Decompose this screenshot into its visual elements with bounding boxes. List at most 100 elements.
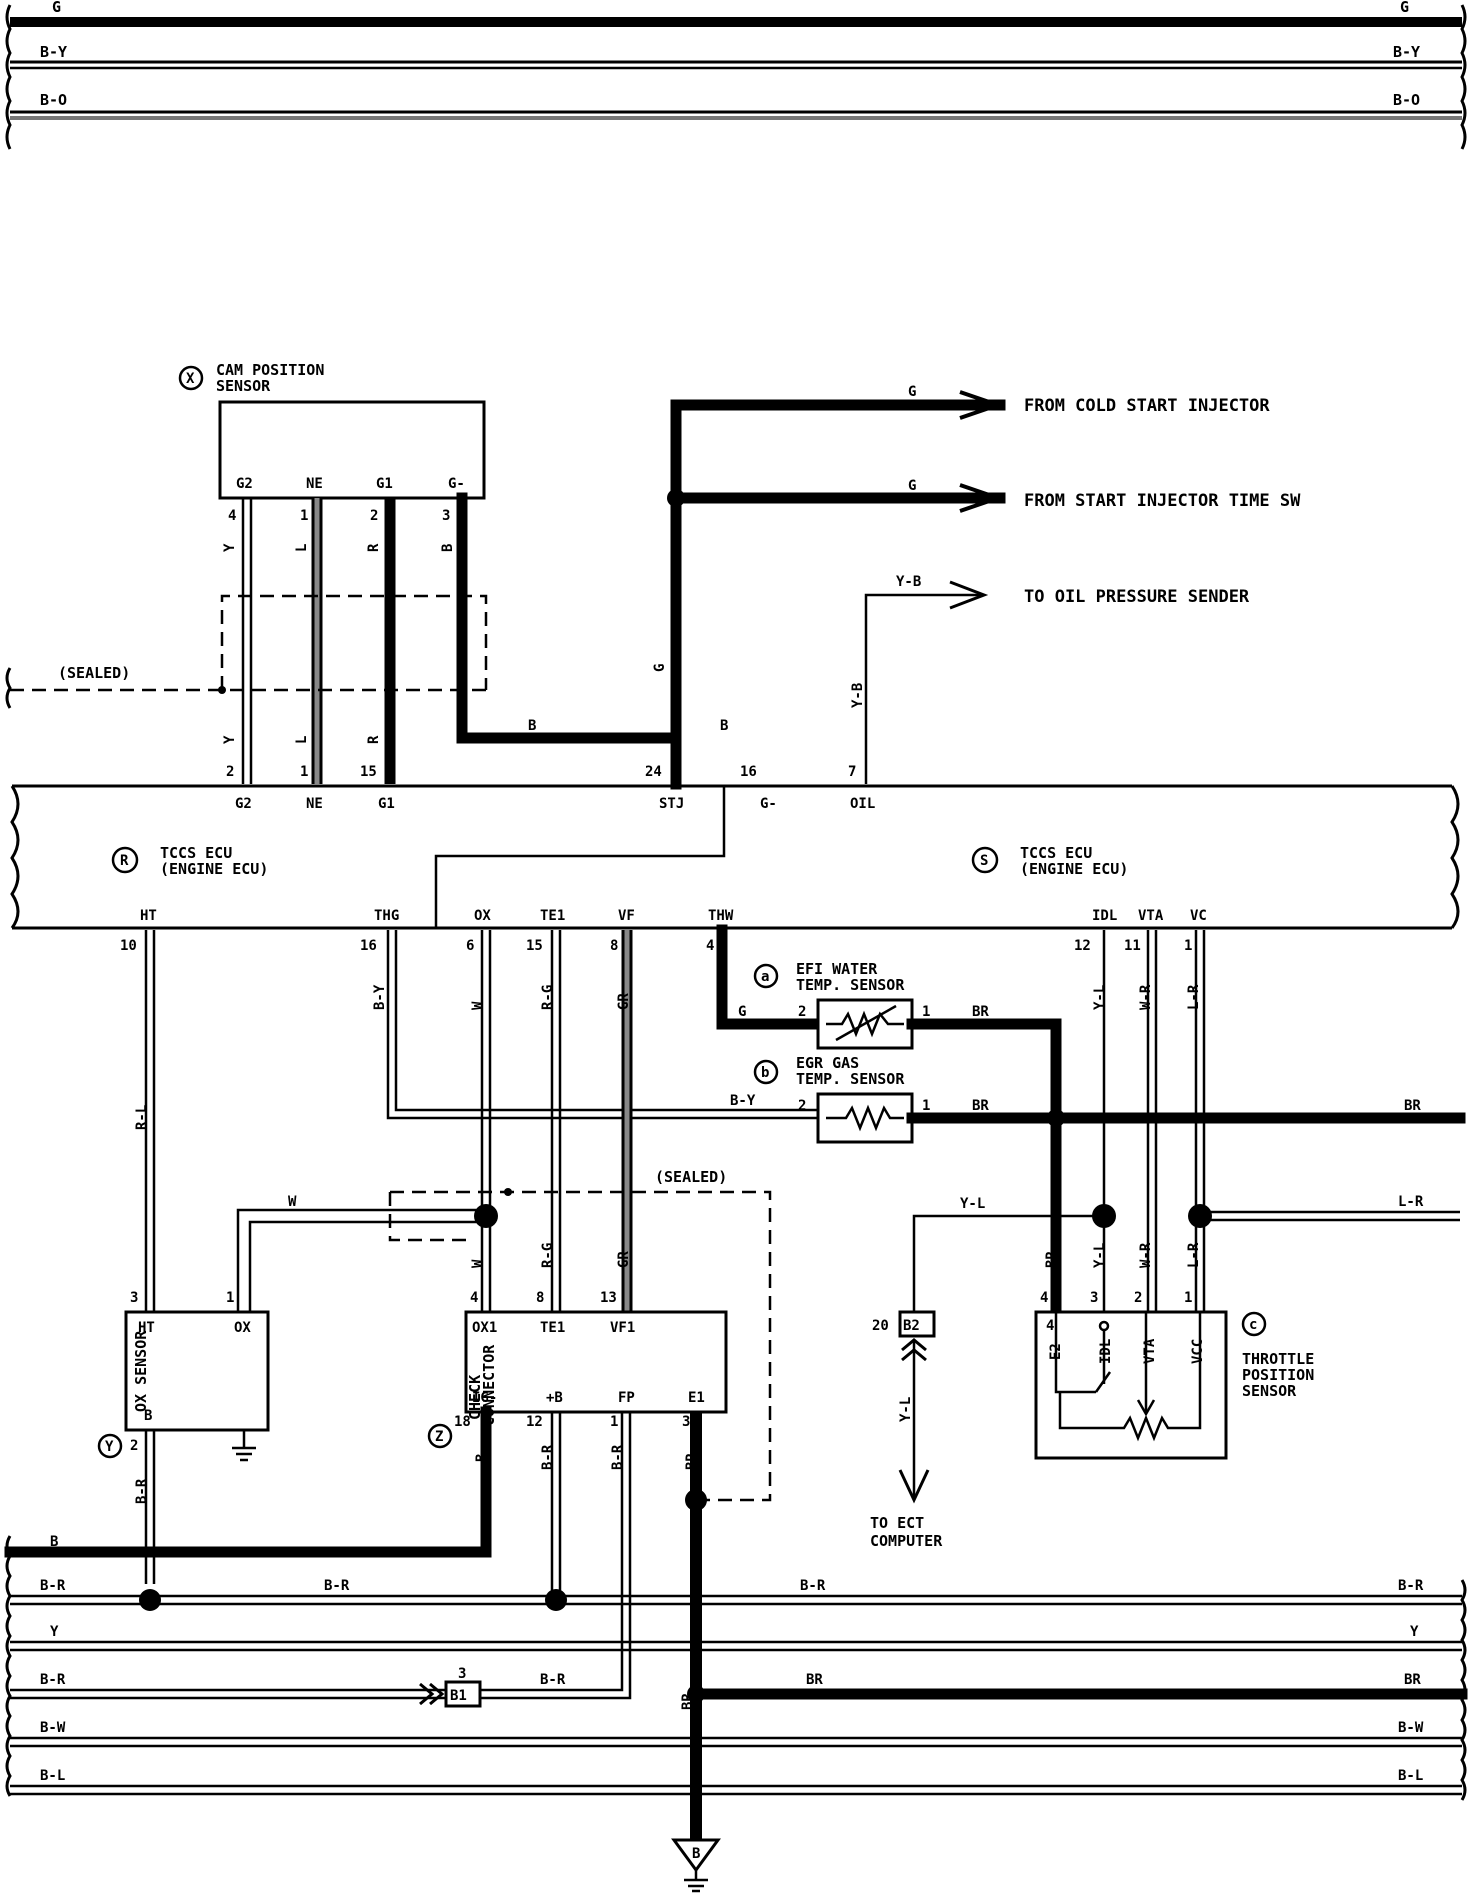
bottom-bus-group: B-R B-R B-R B-R Y Y B1 3 B-R B-R BR BR B… xyxy=(5,1535,1468,1801)
check-connector: OX1 TE1 VF1 4 8 13 IG- +B FP E1 18 12 1 … xyxy=(427,1290,728,1449)
svg-text:VTA: VTA xyxy=(1142,1338,1158,1364)
sealed-label-top: (SEALED) xyxy=(58,664,130,682)
svg-text:R-G: R-G xyxy=(540,1243,556,1268)
svg-text:COMPUTER: COMPUTER xyxy=(870,1532,943,1550)
ecu-label-ox: OX xyxy=(474,908,491,924)
wire-l-lower: L xyxy=(294,736,310,744)
cam-position-sensor: X CAM POSITION SENSOR G2 NE G1 G- 4 1 2 … xyxy=(178,361,682,790)
wire-y-lower: Y xyxy=(222,735,238,744)
svg-text:EFI WATER: EFI WATER xyxy=(796,960,878,978)
svg-text:R-G: R-G xyxy=(540,985,556,1010)
oil-label: TO OIL PRESSURE SENDER xyxy=(1024,587,1250,607)
wire-b-stj: B xyxy=(720,718,728,734)
svg-text:CONNECTOR: CONNECTOR xyxy=(480,1344,498,1426)
ox-sensor: HT OX B 3 1 2 OX SENSOR Y B-R xyxy=(97,1290,270,1584)
svg-text:1: 1 xyxy=(1184,1290,1192,1306)
cam-num-4: 4 xyxy=(228,508,236,524)
svg-text:B-Y: B-Y xyxy=(372,984,388,1010)
svg-text:4: 4 xyxy=(1046,1318,1054,1334)
cam-pin-g2: G2 xyxy=(236,476,253,492)
cam-pin-gminus: G- xyxy=(448,476,465,492)
svg-text:Y: Y xyxy=(50,1624,59,1640)
svg-text:1: 1 xyxy=(226,1290,234,1306)
ecu-num-16: 16 xyxy=(740,764,757,780)
cam-sensor-title1: CAM POSITION xyxy=(216,361,324,379)
cam-num-2: 2 xyxy=(370,508,378,524)
svg-text:12: 12 xyxy=(526,1414,543,1430)
svg-text:BR: BR xyxy=(972,1098,989,1114)
br-right-label: BR xyxy=(1404,1098,1421,1114)
svg-text:B-R: B-R xyxy=(1398,1578,1424,1594)
ecu-label-thg: THG xyxy=(374,908,399,924)
svg-text:B-W: B-W xyxy=(1398,1720,1424,1736)
svg-text:BR: BR xyxy=(972,1004,989,1020)
wire-g-start: G xyxy=(908,478,916,494)
svg-text:OX SENSOR: OX SENSOR xyxy=(132,1330,150,1412)
svg-text:R-L: R-L xyxy=(134,1105,150,1130)
ecu-num-15: 15 xyxy=(360,764,377,780)
svg-text:4: 4 xyxy=(706,938,714,954)
cam-pin-ne: NE xyxy=(306,476,323,492)
svg-text:B-R: B-R xyxy=(40,1672,66,1688)
thw-wire: G xyxy=(716,924,824,1030)
egr-gas-temp-sensor: b EGR GAS TEMP. SENSOR 2 1 BR BR xyxy=(753,1054,1466,1144)
svg-text:1: 1 xyxy=(922,1098,930,1114)
wire-l-upper: L xyxy=(294,544,310,552)
svg-text:B-Y: B-Y xyxy=(730,1093,756,1109)
svg-text:B-R: B-R xyxy=(610,1444,626,1470)
svg-text:THROTTLE: THROTTLE xyxy=(1242,1350,1314,1368)
svg-text:Y-L: Y-L xyxy=(960,1196,985,1212)
svg-text:OX: OX xyxy=(234,1320,251,1336)
ecu-num-1: 1 xyxy=(300,764,308,780)
svg-text:6: 6 xyxy=(466,938,474,954)
svg-text:B-R: B-R xyxy=(134,1478,150,1504)
svg-text:B: B xyxy=(474,1454,490,1462)
sealed-shield-lower: (SEALED) xyxy=(388,1168,772,1502)
svg-text:4: 4 xyxy=(470,1290,478,1306)
svg-text:1: 1 xyxy=(1184,938,1192,954)
ecu-num-24: 24 xyxy=(645,764,662,780)
svg-text:3: 3 xyxy=(130,1290,138,1306)
bus-by-left: B-Y xyxy=(40,43,67,61)
svg-text:8: 8 xyxy=(610,938,618,954)
bus-by-right: B-Y xyxy=(1393,43,1420,61)
svg-text:3: 3 xyxy=(1090,1290,1098,1306)
ecu-num-2: 2 xyxy=(226,764,234,780)
ecu-s-marker: S xyxy=(980,853,988,869)
svg-text:+B: +B xyxy=(546,1390,563,1406)
svg-text:BR: BR xyxy=(1044,1251,1060,1268)
svg-text:L-R: L-R xyxy=(1186,1242,1202,1268)
vf-wire: GR GR xyxy=(616,930,633,1312)
wire-b-horizontal: B xyxy=(528,718,536,734)
ecu-label-thw: THW xyxy=(708,908,734,924)
lr-right-label: L-R xyxy=(1398,1194,1424,1210)
svg-text:VCC: VCC xyxy=(1190,1339,1206,1364)
svg-text:13: 13 xyxy=(600,1290,617,1306)
svg-text:Y-L: Y-L xyxy=(898,1397,914,1422)
wire-y-upper: Y xyxy=(222,543,238,552)
svg-text:TO ECT: TO ECT xyxy=(870,1514,924,1532)
svg-text:12: 12 xyxy=(1074,938,1091,954)
thg-wire: B-Y B-Y xyxy=(372,930,818,1120)
start-time-label: FROM START INJECTOR TIME SW xyxy=(1024,491,1301,511)
ecu-label-g1: G1 xyxy=(378,796,395,812)
ect-connection: B2 20 Y-L TO ECT COMPUTER xyxy=(870,1310,943,1550)
ecu-label-idl: IDL xyxy=(1092,908,1117,924)
ecu-s-line2: (ENGINE ECU) xyxy=(1020,860,1128,878)
wire-yb-top: Y-B xyxy=(896,574,921,590)
svg-text:20: 20 xyxy=(872,1318,889,1334)
svg-text:W: W xyxy=(288,1194,297,1210)
svg-text:W-R: W-R xyxy=(1138,984,1154,1010)
svg-text:TEMP. SENSOR: TEMP. SENSOR xyxy=(796,1070,905,1088)
svg-text:B-R: B-R xyxy=(540,1672,566,1688)
svg-text:2: 2 xyxy=(798,1004,806,1020)
cold-start-label: FROM COLD START INJECTOR xyxy=(1024,396,1270,416)
ecu-label-vta: VTA xyxy=(1138,908,1164,924)
bus-bo-right: B-O xyxy=(1393,91,1420,109)
svg-text:IDL: IDL xyxy=(1098,1339,1114,1364)
svg-text:L-R: L-R xyxy=(1186,984,1202,1010)
top-bus-group: G G B-Y B-Y B-O B-O xyxy=(5,0,1467,150)
svg-text:BR: BR xyxy=(1404,1672,1421,1688)
wire-g-cold: G xyxy=(908,384,916,400)
svg-text:Y-L: Y-L xyxy=(1092,985,1108,1010)
